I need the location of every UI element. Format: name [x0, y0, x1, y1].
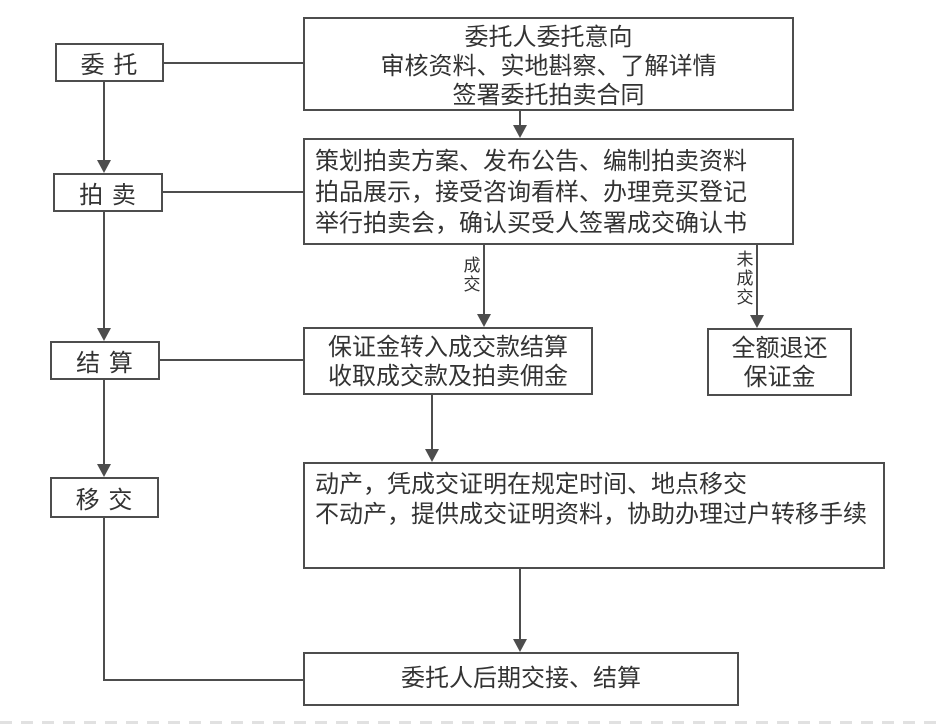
connector-settlement-transfer	[103, 380, 105, 464]
connector-entrust-auction	[103, 82, 105, 161]
stage-box-transfer: 移 交	[50, 477, 159, 518]
connector-settlementdetail-transferdetail	[431, 395, 433, 449]
connector-transfer-elbow-horizontal	[103, 679, 303, 681]
auction-detail-line: 策划拍卖方案、发布公告、编制拍卖资料	[315, 148, 747, 175]
stage-label-entrust: 委 托	[80, 52, 139, 79]
settlement-detail-line: 收取成交款及拍卖佣金	[328, 363, 568, 390]
refund-line: 全额退还	[731, 335, 828, 362]
connector-entrustdetail-auctiondetail	[519, 111, 521, 125]
detail-box-entrust: 委托人委托意向 审核资料、实地斟察、了解详情 签署委托拍卖合同	[303, 17, 794, 111]
stage-label-settlement: 结 算	[76, 350, 134, 377]
stage-box-entrust: 委 托	[55, 43, 164, 82]
refund-box: 全额退还 保证金	[707, 328, 852, 396]
arrowhead-nodeal-branch	[750, 315, 764, 328]
settlement-detail-line: 保证金转入成交款结算	[328, 334, 568, 361]
arrowhead-deal-branch	[477, 314, 491, 327]
connector-deal-branch	[483, 245, 485, 314]
connector-settlement-to-detail	[160, 359, 303, 361]
connector-nodeal-branch	[756, 245, 758, 315]
detail-box-transfer: 动产，凭成交证明在规定时间、地点移交 不动产，提供成交证明资料，协助办理过户转移…	[303, 462, 885, 569]
final-box: 委托人后期交接、结算	[303, 652, 739, 706]
connector-auction-to-detail	[163, 191, 303, 193]
arrowhead-settlement-transfer	[97, 464, 111, 477]
entrust-detail-line: 签署委托拍卖合同	[452, 82, 645, 109]
detail-box-settlement: 保证金转入成交款结算 收取成交款及拍卖佣金	[303, 327, 593, 395]
connector-auction-settlement	[103, 212, 105, 328]
refund-line: 保证金	[743, 364, 816, 391]
auction-detail-line: 举行拍卖会，确认买受人签署成交确认书	[315, 210, 747, 237]
transfer-detail-line: 动产，凭成交证明在规定时间、地点移交	[315, 471, 747, 498]
arrowhead-entrust-auction	[97, 160, 111, 173]
edge-label-no-deal: 未成交	[736, 250, 754, 307]
final-box-label: 委托人后期交接、结算	[401, 665, 641, 692]
arrowhead-entrustdetail-auctiondetail	[513, 125, 527, 138]
arrowhead-settlementdetail-transferdetail	[425, 449, 439, 462]
arrowhead-auction-settlement	[97, 328, 111, 341]
dashed-placeholder-border	[0, 721, 938, 724]
stage-box-auction: 拍 卖	[53, 173, 163, 212]
entrust-detail-line: 委托人委托意向	[464, 24, 633, 51]
connector-transferdetail-final	[519, 569, 521, 639]
detail-box-auction: 策划拍卖方案、发布公告、编制拍卖资料 拍品展示，接受咨询看样、办理竞买登记 举行…	[303, 138, 794, 245]
stage-box-settlement: 结 算	[50, 341, 160, 380]
auction-detail-line: 拍品展示，接受咨询看样、办理竞买登记	[315, 179, 747, 206]
stage-label-auction: 拍 卖	[79, 182, 137, 209]
connector-transfer-elbow-vertical	[103, 518, 105, 681]
transfer-detail-line: 不动产，提供成交证明资料，协助办理过户转移手续	[315, 501, 867, 528]
edge-label-deal: 成交	[463, 256, 481, 294]
stage-label-transfer: 移 交	[75, 487, 134, 514]
arrowhead-transferdetail-final	[513, 639, 527, 652]
connector-entrust-to-detail	[164, 62, 303, 64]
entrust-detail-line: 审核资料、实地斟察、了解详情	[380, 53, 717, 80]
